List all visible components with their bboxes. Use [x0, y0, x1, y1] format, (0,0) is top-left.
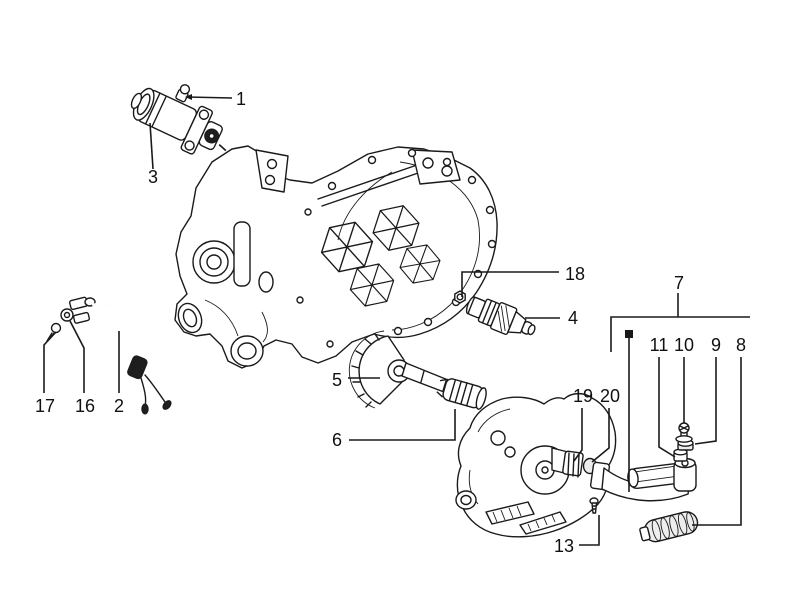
- callout-10: 10: [673, 335, 695, 355]
- starter-bolt: [179, 84, 191, 95]
- cable-screw: [50, 322, 62, 334]
- callout-16: 16: [74, 396, 96, 416]
- callout-3: 3: [147, 167, 159, 187]
- transmission-cover: [455, 392, 617, 538]
- leader-18: [461, 271, 559, 297]
- assembly-marker-square: [625, 330, 633, 338]
- lever-bolt: [675, 422, 693, 443]
- leader-7-bracket: [610, 316, 750, 352]
- crankcase-bolt-holes: [296, 148, 497, 348]
- cover-screw: [589, 497, 599, 514]
- lever-spacer: [673, 448, 688, 462]
- leader-1-arrow: [185, 94, 192, 100]
- leader-3: [149, 122, 154, 170]
- callout-7: 7: [673, 273, 685, 293]
- shaft-bushing: [562, 450, 584, 478]
- callout-17: 17: [34, 396, 56, 416]
- leader-6: [349, 409, 456, 441]
- leader-lines: [43, 94, 750, 546]
- crankcase-drawing: [174, 145, 498, 369]
- pedal-rubber: [639, 511, 699, 543]
- leader-1: [186, 96, 233, 99]
- callout-18: 18: [564, 264, 586, 284]
- leader-19: [573, 408, 583, 462]
- leader-8: [692, 357, 742, 526]
- callout-2: 2: [113, 396, 125, 416]
- leader-17: [43, 331, 57, 393]
- leader-16: [69, 320, 85, 393]
- leader-20: [591, 408, 610, 463]
- starter-motor: [130, 84, 223, 155]
- leader-13: [579, 515, 600, 546]
- callout-11: 11: [649, 335, 669, 355]
- pinion-nut: [454, 290, 466, 304]
- callout-4: 4: [567, 308, 579, 328]
- callout-5: 5: [331, 370, 343, 390]
- callout-9: 9: [710, 335, 722, 355]
- callout-13: 13: [553, 536, 575, 556]
- starter-pinion: [465, 296, 536, 336]
- leader-9: [694, 357, 717, 445]
- callout-6: 6: [331, 430, 343, 450]
- starter-cable: [46, 296, 172, 415]
- callout-8: 8: [735, 335, 747, 355]
- gear-bushing: [436, 378, 487, 410]
- callout-19: 19: [572, 386, 594, 406]
- callout-1: 1: [235, 89, 247, 109]
- callout-20: 20: [599, 386, 621, 406]
- leader-11: [658, 357, 676, 458]
